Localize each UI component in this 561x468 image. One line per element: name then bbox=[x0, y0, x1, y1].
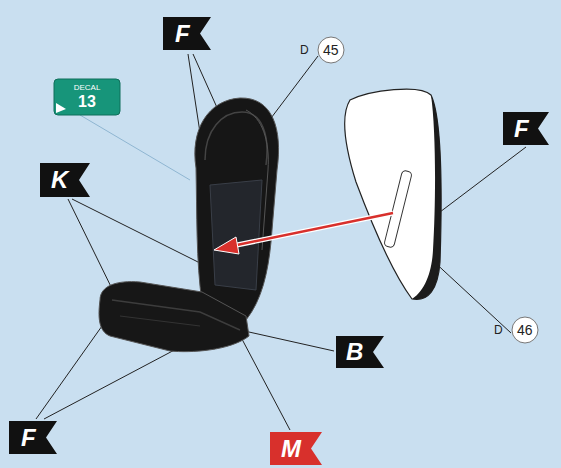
flag-fill bbox=[163, 17, 211, 50]
flag-letter: K bbox=[51, 168, 68, 192]
seat-base bbox=[99, 282, 249, 352]
flag-label: M bbox=[270, 432, 322, 465]
flag-letter: F bbox=[514, 117, 529, 141]
flag-fill bbox=[270, 432, 322, 465]
flag-fill bbox=[503, 112, 549, 145]
tag-heading: DECAL bbox=[54, 84, 120, 92]
seat-backrest bbox=[195, 98, 279, 320]
flag-label: F bbox=[9, 421, 57, 454]
flag-label: F bbox=[163, 17, 211, 50]
flag-label: K bbox=[40, 163, 90, 197]
part-number-circle: D 46 bbox=[492, 315, 541, 345]
number-circle bbox=[512, 317, 538, 343]
flag-letter: F bbox=[21, 426, 36, 450]
flag-letter: M bbox=[281, 437, 301, 461]
part-number-circle: D 45 bbox=[298, 35, 347, 65]
number-circle bbox=[318, 37, 344, 63]
fit-arrowhead bbox=[214, 237, 239, 254]
flag-letter: B bbox=[346, 340, 363, 364]
seat-seam bbox=[246, 110, 268, 250]
flag-label: B bbox=[336, 336, 384, 368]
cushion-edge bbox=[412, 95, 441, 299]
seat-seam bbox=[120, 316, 200, 326]
callout-number: 46 bbox=[517, 323, 533, 337]
cushion-slot bbox=[384, 170, 413, 248]
seat-center-panel bbox=[210, 180, 262, 290]
tag-pointer bbox=[56, 103, 66, 113]
part-prefix: D bbox=[494, 324, 503, 336]
leader-lines bbox=[36, 54, 526, 430]
tag-fill bbox=[54, 79, 120, 115]
part-prefix: D bbox=[300, 44, 309, 56]
flag-fill bbox=[40, 163, 90, 197]
fit-arrow bbox=[232, 213, 393, 246]
arrow-outline bbox=[232, 213, 393, 246]
flag-fill bbox=[9, 421, 57, 454]
flag-fill bbox=[336, 336, 384, 368]
seat-cushion bbox=[345, 89, 441, 299]
tag-leader bbox=[80, 115, 190, 180]
flag-label: F bbox=[503, 112, 549, 145]
flag-letter: F bbox=[175, 22, 190, 46]
seat-seam bbox=[112, 300, 240, 330]
callout-number: 45 bbox=[323, 43, 339, 57]
callout-number: 13 bbox=[54, 94, 120, 110]
decal-tag: DECAL 13 bbox=[54, 79, 120, 115]
